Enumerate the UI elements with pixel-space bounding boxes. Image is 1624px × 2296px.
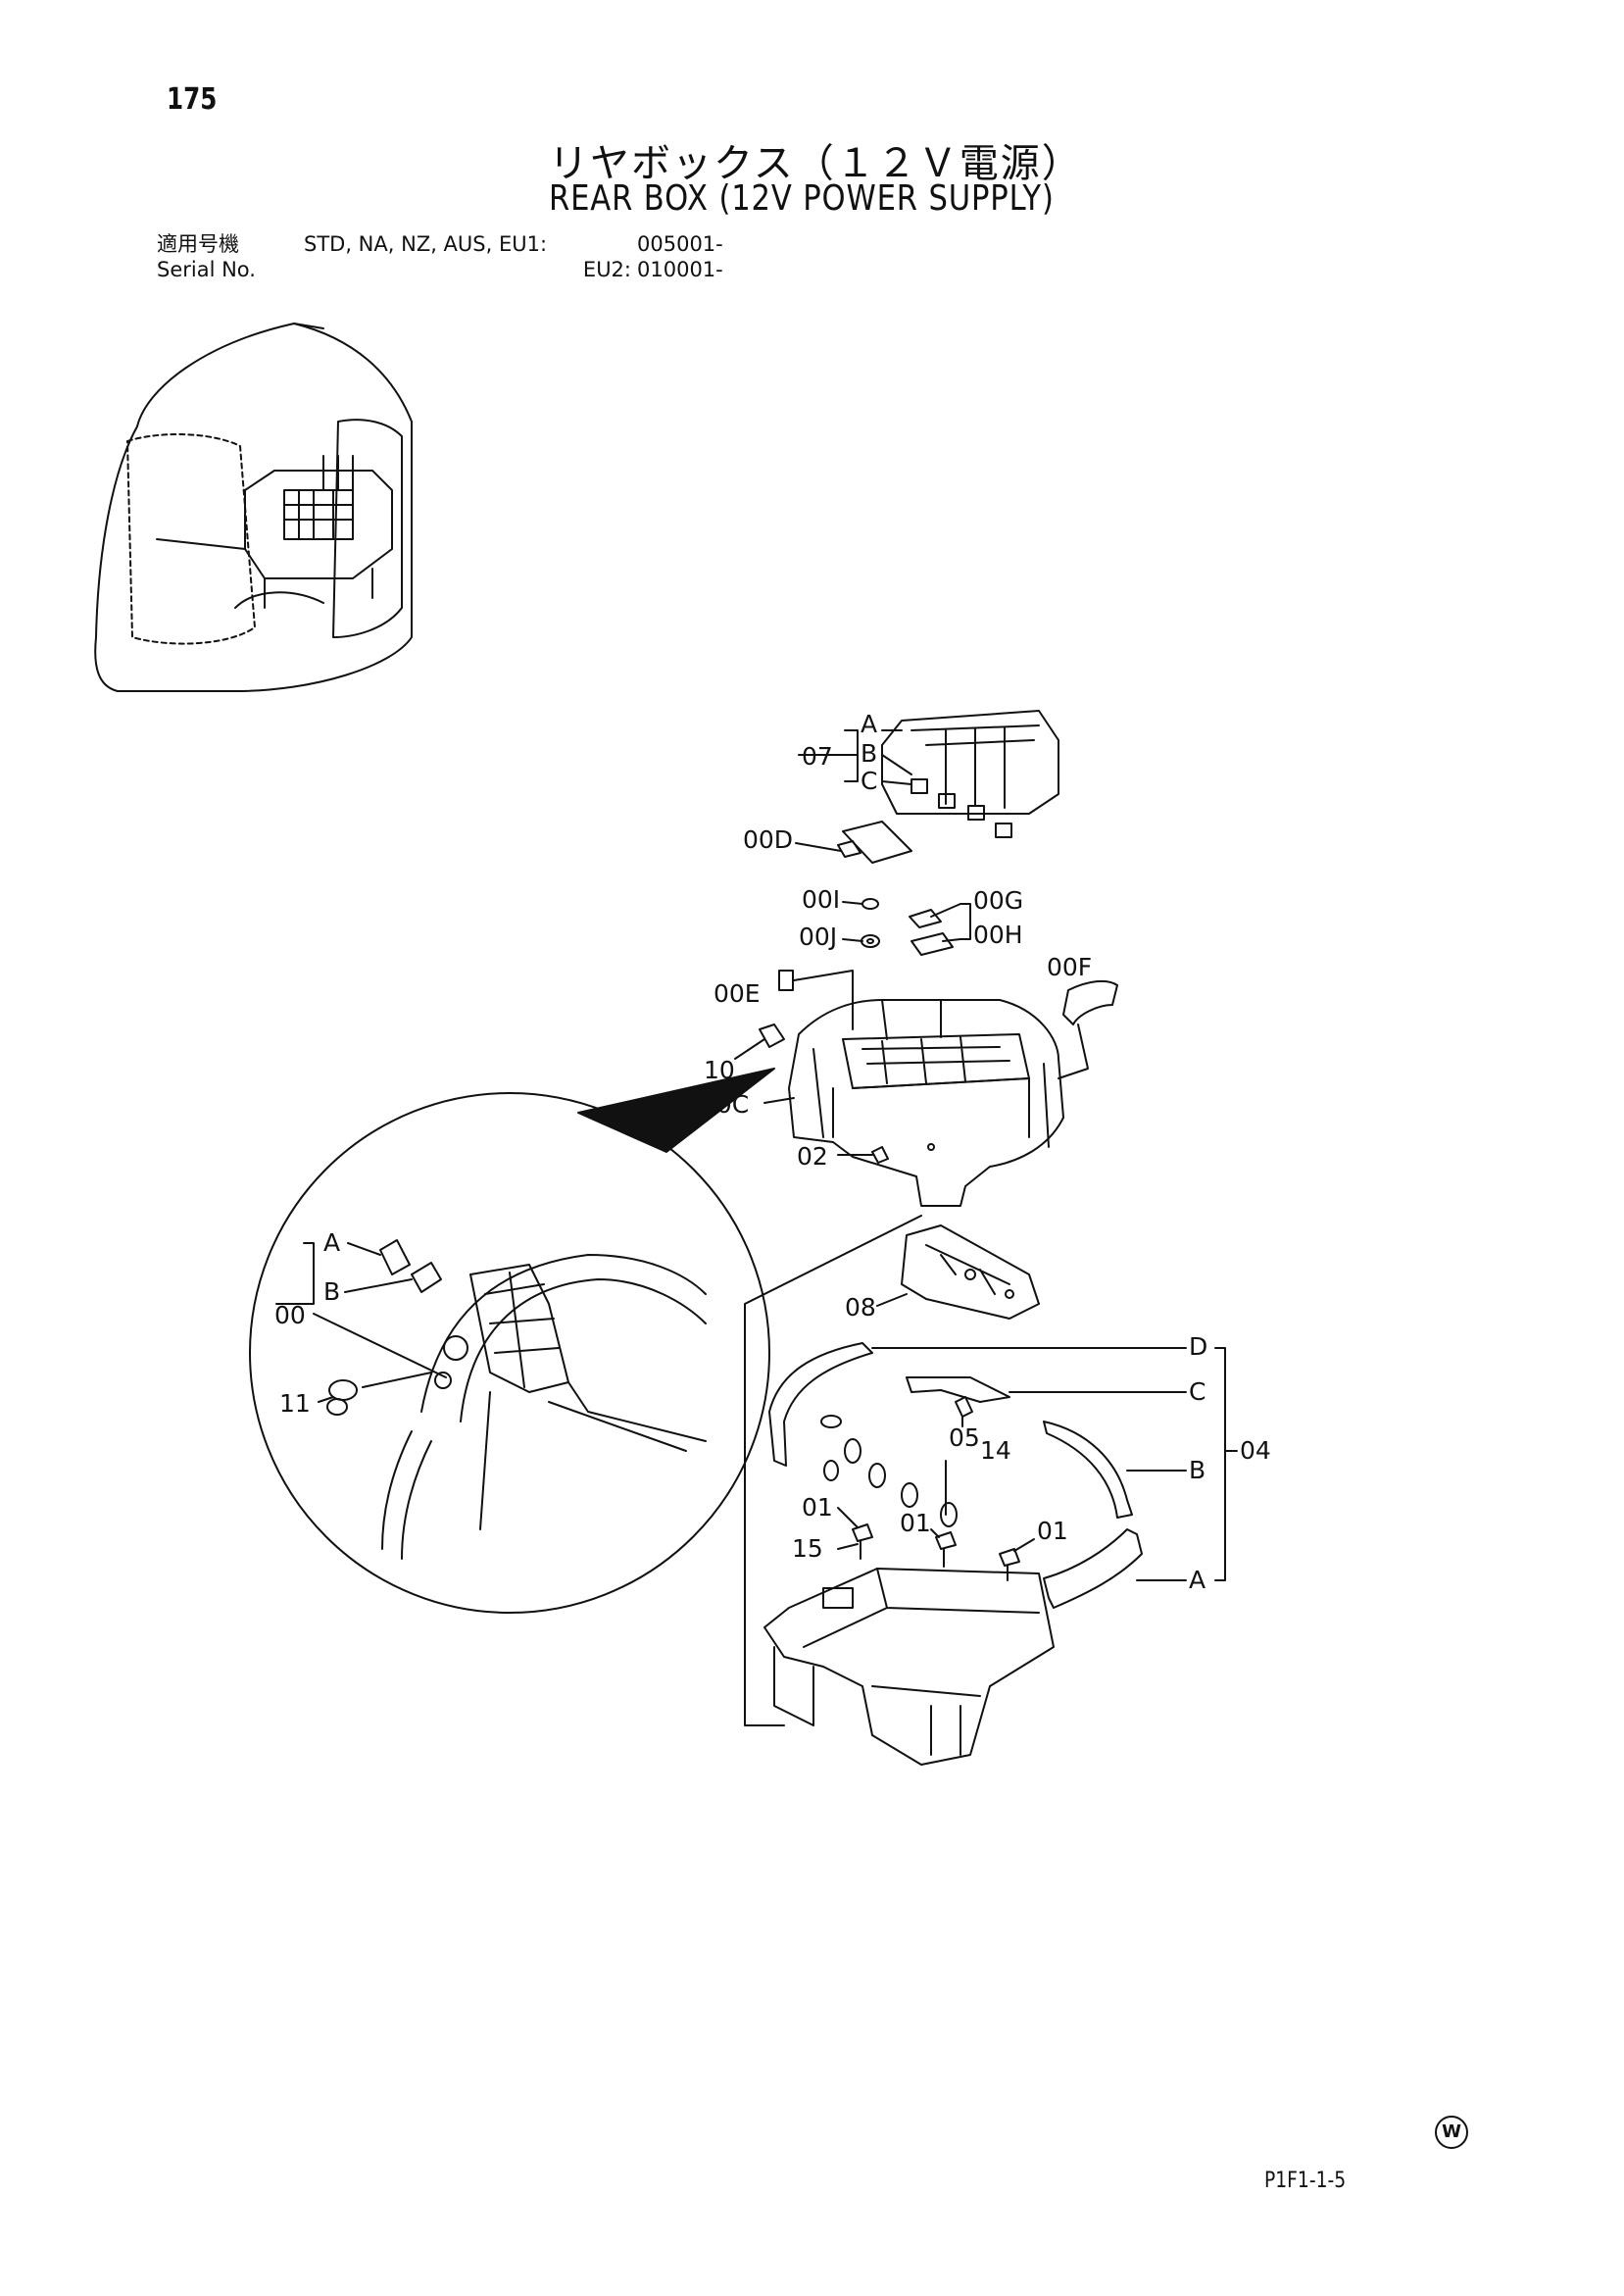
callout-00f: 00F	[1047, 953, 1092, 981]
callout-04-d: D	[1189, 1332, 1207, 1361]
callout-08: 08	[845, 1293, 876, 1322]
callout-detail-00: 00	[274, 1301, 306, 1329]
callout-00g: 00G	[973, 886, 1023, 915]
callout-01-right: 01	[1037, 1517, 1068, 1545]
cab-overview-illustration	[94, 323, 413, 692]
callout-leader-lines	[734, 729, 1238, 1726]
callout-07: 07	[802, 742, 833, 771]
serial-row-2: Serial No. EU2: 010001-	[157, 257, 723, 282]
callout-00c: 00C	[701, 1090, 749, 1119]
callout-04-c: C	[1189, 1377, 1206, 1406]
serial-number-2: 010001-	[637, 258, 723, 281]
callout-00h: 00H	[973, 921, 1023, 949]
callout-02: 02	[797, 1142, 828, 1171]
serial-applicability-block: 適用号機 STD, NA, NZ, AUS, EU1: 005001- Serial…	[157, 231, 723, 282]
callout-05: 05	[949, 1423, 980, 1452]
serial-models-2: EU2:	[582, 258, 631, 281]
callout-01-center: 01	[900, 1509, 931, 1537]
callout-14: 14	[980, 1436, 1011, 1465]
rear-box-exploded-view	[759, 710, 1143, 1766]
callout-01-left: 01	[802, 1493, 833, 1522]
callout-00d: 00D	[743, 825, 793, 854]
page-title-japanese: リヤボックス（１２Ｖ電源）	[549, 141, 1083, 186]
page-code: P1F1-1-5	[1264, 2169, 1347, 2193]
callout-07-a: A	[861, 710, 877, 738]
callout-00e: 00E	[714, 979, 761, 1008]
callout-10: 10	[704, 1056, 735, 1084]
callout-labels: 07 A B C 00D 00I 00J 00G 00H 00F 00E 10 …	[274, 710, 1271, 1594]
serial-row-1: 適用号機 STD, NA, NZ, AUS, EU1: 005001-	[157, 231, 723, 257]
serial-label-en: Serial No.	[157, 258, 256, 281]
callout-07-c: C	[861, 767, 877, 795]
page-title-english: REAR BOX (12V POWER SUPPLY)	[549, 178, 1055, 219]
callout-04: 04	[1240, 1436, 1271, 1465]
callout-07-b: B	[861, 739, 877, 768]
callout-00j: 00J	[799, 923, 837, 951]
page-number: 175	[167, 82, 218, 117]
serial-label-jp: 適用号機	[157, 232, 239, 256]
callout-detail-b: B	[323, 1277, 340, 1306]
circled-w-mark: W	[1435, 2116, 1468, 2149]
callout-detail-a: A	[323, 1228, 340, 1257]
callout-04-b: B	[1189, 1456, 1206, 1484]
callout-detail-11: 11	[279, 1389, 311, 1418]
serial-number-1: 005001-	[637, 232, 723, 256]
serial-models-1: STD, NA, NZ, AUS, EU1:	[304, 232, 548, 256]
detail-magnification-circle	[249, 1068, 775, 1614]
callout-15: 15	[792, 1534, 823, 1563]
callout-04-a: A	[1189, 1566, 1206, 1594]
callout-00i: 00I	[802, 885, 840, 914]
